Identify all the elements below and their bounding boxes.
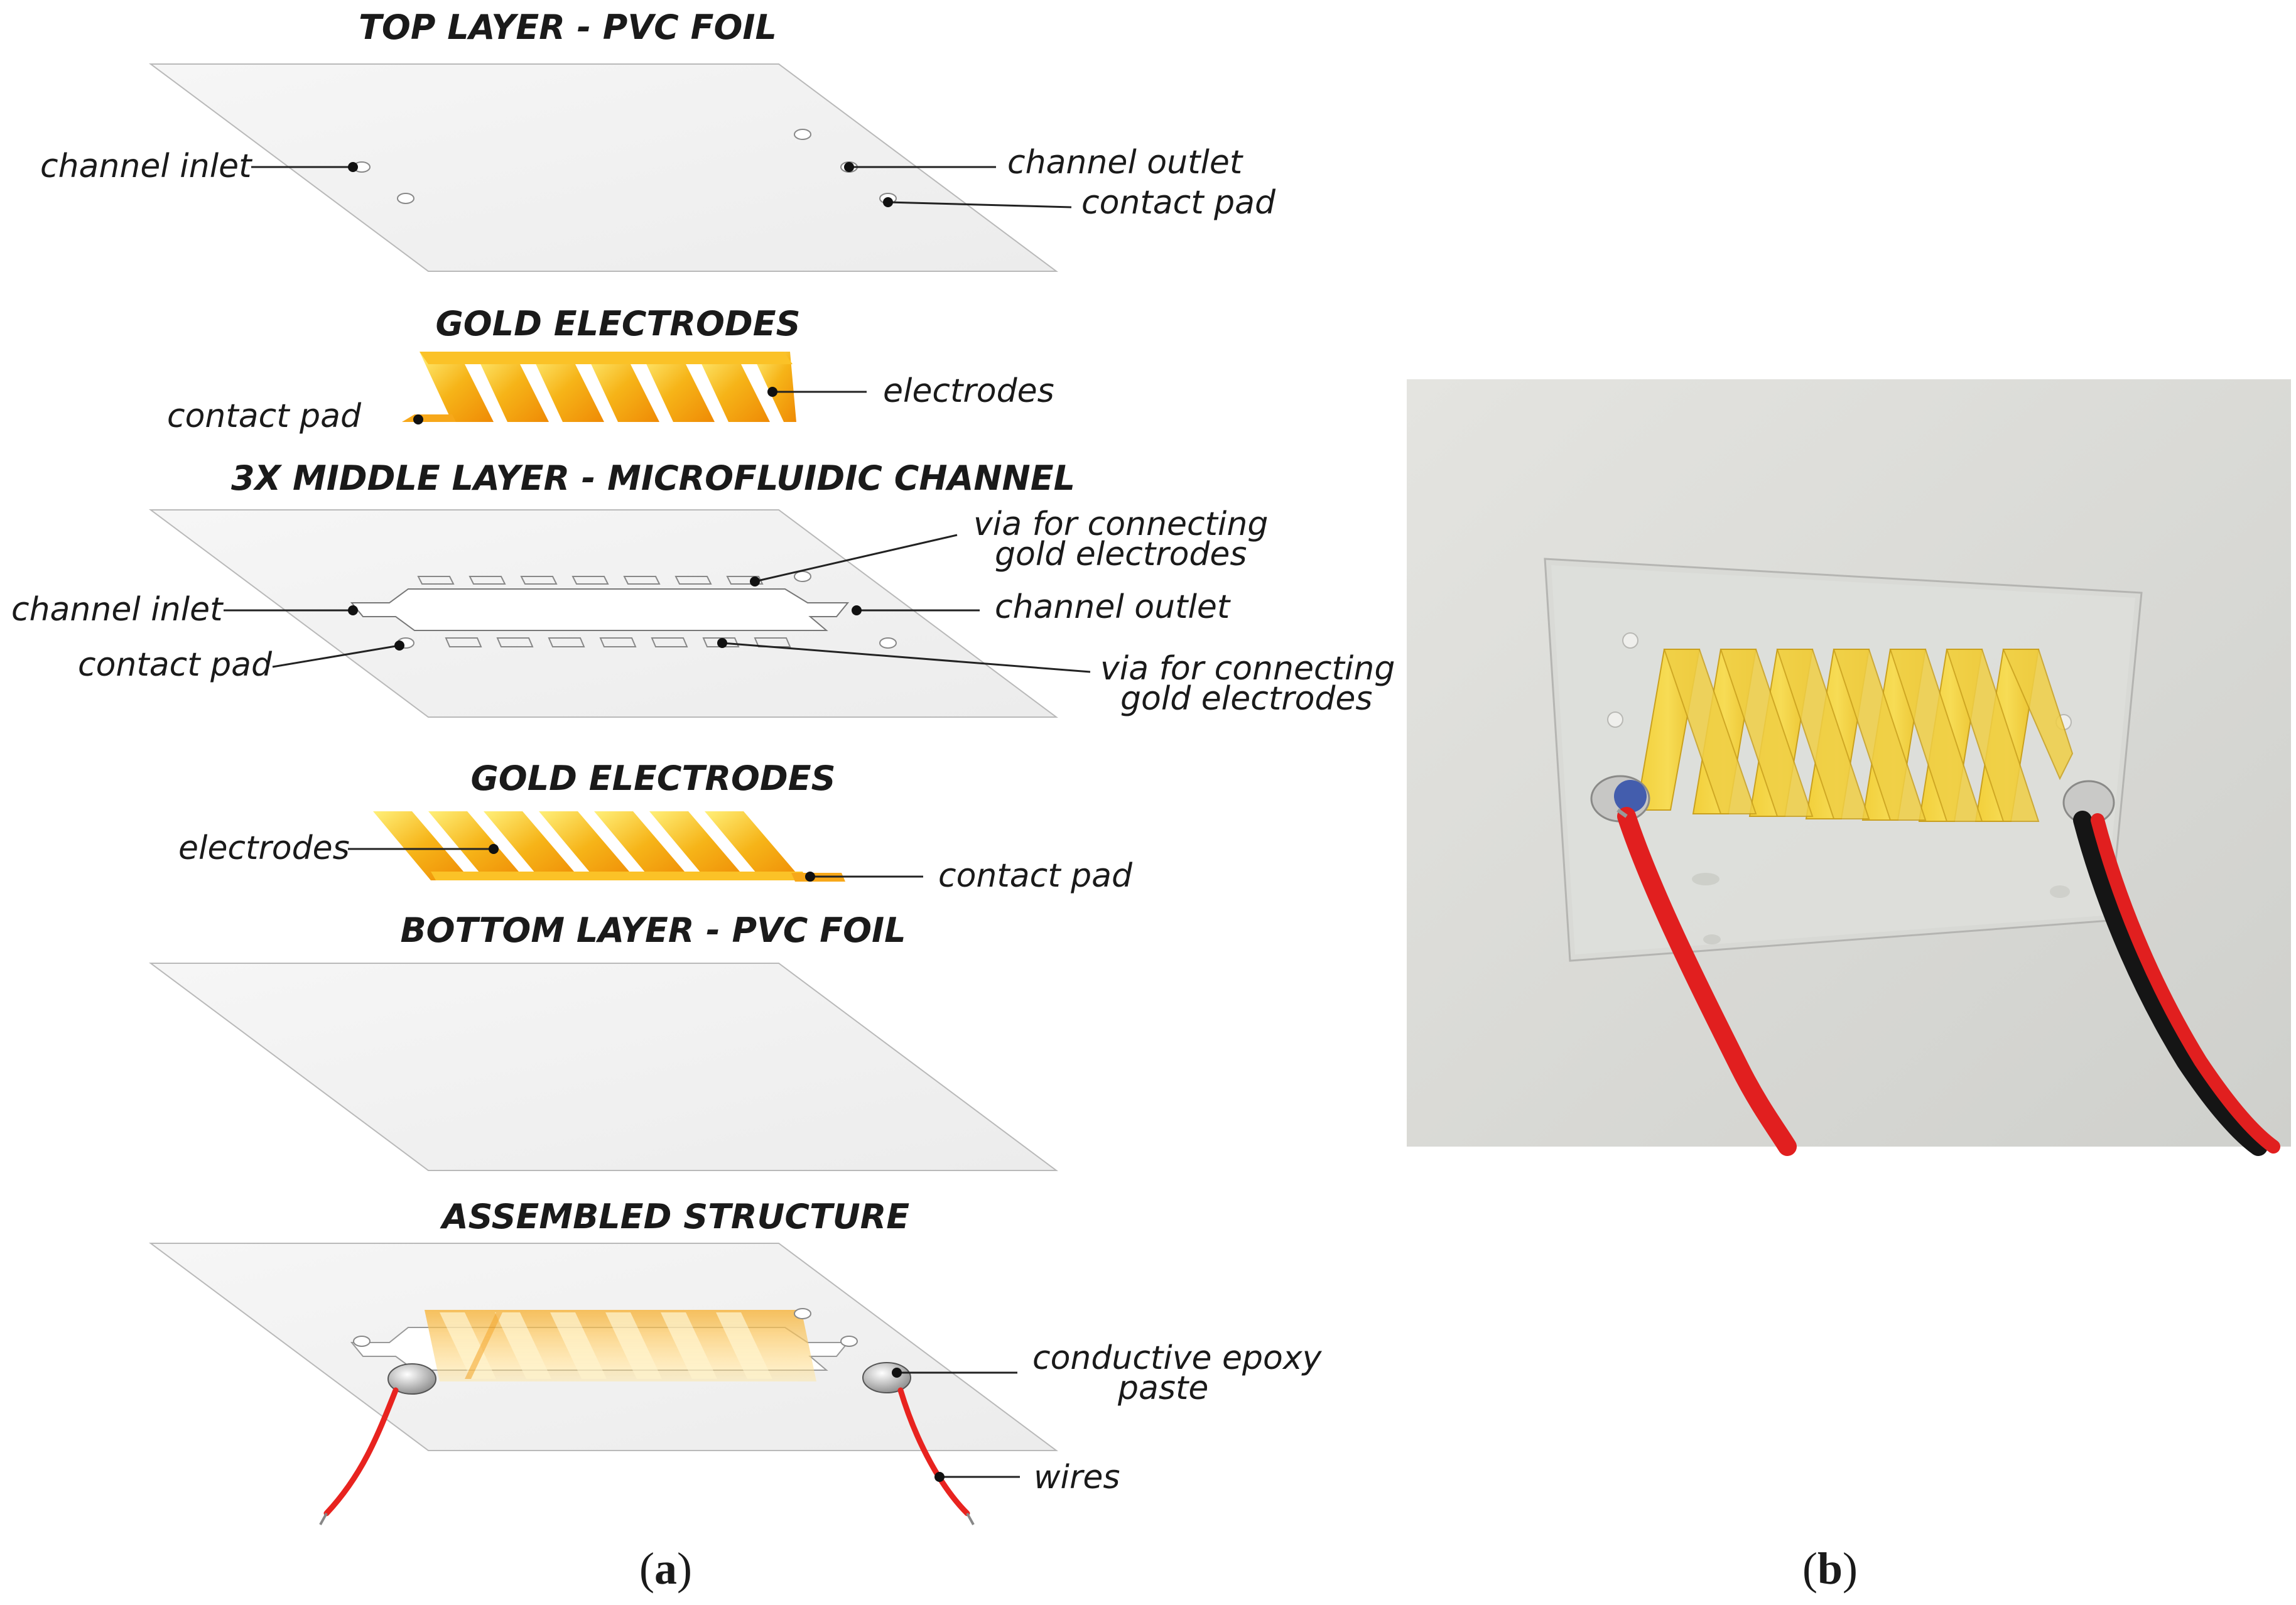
epoxy-blob-left [387, 1363, 436, 1395]
label-contact-pad-top: contact pad [1081, 184, 1276, 222]
photo-electrodes [1635, 649, 2074, 822]
wire-left [323, 1387, 399, 1516]
middle-layer: 3X MIDDLE LAYER - MICROFLUIDIC CHANNEL [11, 458, 1395, 718]
assembled-electrodes [425, 1310, 816, 1381]
wire-right [897, 1387, 970, 1516]
bottom-layer: BOTTOM LAYER - PVC FOIL [148, 911, 1059, 1171]
gold-upper-title: GOLD ELECTRODES [435, 304, 800, 343]
assembled-title: ASSEMBLED STRUCTURE [440, 1197, 909, 1236]
top-layer-title: TOP LAYER - PVC FOIL [359, 8, 777, 47]
label-contact-pad-middle: contact pad [78, 646, 273, 684]
device-photo [1407, 379, 2291, 1156]
hole-middle-bottom-right [879, 637, 897, 649]
top-layer: TOP LAYER - PVC FOIL channel inlet chann… [40, 8, 1276, 272]
label-via-top-line2: gold electrodes [995, 536, 1247, 573]
label-channel-inlet-middle: channel inlet [11, 591, 224, 629]
label-via-bottom-line2: gold electrodes [1120, 680, 1373, 718]
hole-top-left [397, 193, 414, 204]
label-channel-inlet: channel inlet [40, 148, 252, 185]
assembled-structure: ASSEMBLED STRUCTURE conductive epoxy pas… [148, 1197, 1323, 1525]
label-via-top-line1: via for connecting [973, 505, 1268, 543]
hole-middle-top-right [794, 571, 811, 582]
label-channel-outlet: channel outlet [1007, 144, 1243, 181]
middle-layer-title: 3X MIDDLE LAYER - MICROFLUIDIC CHANNEL [231, 458, 1075, 498]
vias-bottom-row [445, 637, 791, 647]
photo-wire-red [1617, 807, 1797, 1156]
caption-b: (b) [1802, 1543, 1858, 1594]
label-epoxy-line2: paste [1117, 1370, 1208, 1407]
caption-a: (a) [639, 1543, 692, 1594]
upper-electrode-stripes [402, 352, 796, 422]
lower-electrode-stripes [373, 811, 845, 882]
label-wires: wires [1034, 1459, 1120, 1496]
label-epoxy-line1: conductive epoxy [1032, 1339, 1323, 1377]
epoxy-blob-right [862, 1362, 911, 1393]
microfluidic-channel [350, 588, 850, 631]
label-channel-outlet-middle: channel outlet [995, 588, 1231, 626]
hole-top-right [794, 129, 811, 140]
bottom-layer-title: BOTTOM LAYER - PVC FOIL [400, 911, 906, 950]
photo-wire-black [2073, 811, 2268, 1156]
gold-lower-title: GOLD ELECTRODES [470, 759, 835, 798]
label-electrodes-upper: electrodes [883, 372, 1054, 410]
label-contact-pad-gold-lower: contact pad [938, 857, 1133, 895]
bottom-pvc-foil [148, 963, 1059, 1171]
label-contact-pad-gold-upper: contact pad [167, 397, 362, 435]
vias-top-row [417, 576, 764, 585]
top-pvc-foil [148, 63, 1059, 272]
label-via-bottom-line1: via for connecting [1100, 650, 1395, 688]
gold-electrodes-lower: GOLD ELECTRODES electrodes contact pad [178, 759, 1133, 895]
label-electrodes-lower: electrodes [178, 830, 350, 867]
gold-electrodes-upper: GOLD ELECTRODES contact pad electrodes [167, 304, 1054, 435]
